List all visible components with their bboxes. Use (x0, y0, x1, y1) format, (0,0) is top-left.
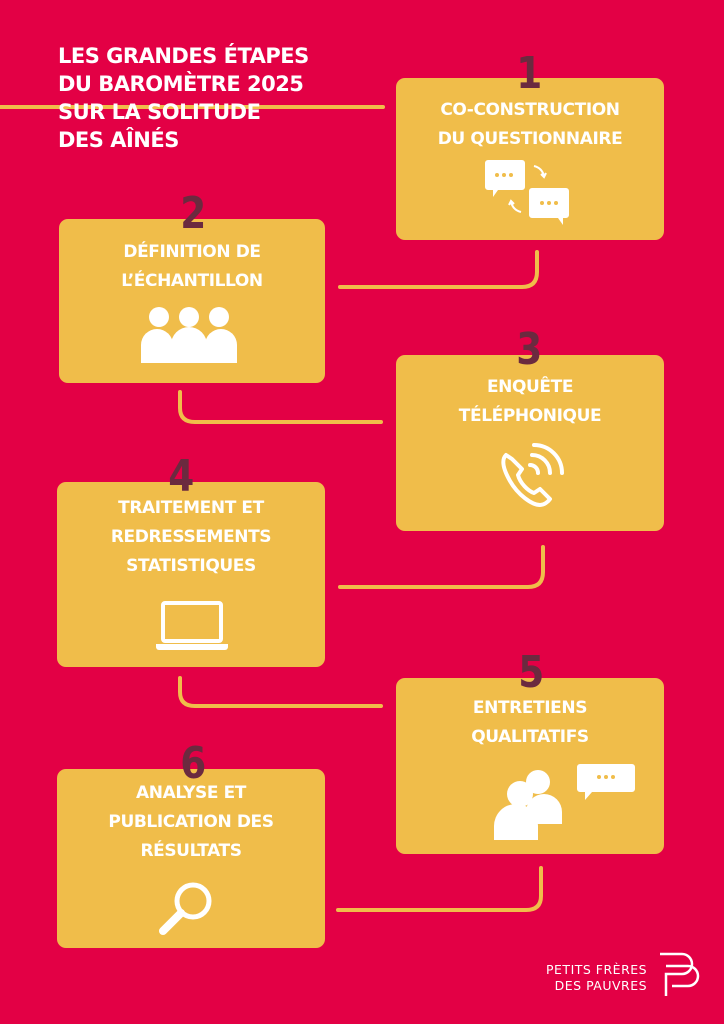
step-3-label: ENQUÊTE TÉLÉPHONIQUE (458, 377, 602, 426)
chat-exchange-icon (485, 160, 569, 225)
laptop-icon (156, 601, 228, 650)
step-6-number: 6 (180, 738, 207, 789)
step-6-box: ANALYSE ET PUBLICATION DES RÉSULTATS (57, 769, 325, 948)
step-2-box: DÉFINITION DE L’ÉCHANTILLON (59, 219, 325, 383)
logo-text: PETITS FRÈRES DES PAUVRES (546, 962, 648, 993)
petits-freres-logo-mark (660, 952, 700, 996)
connector-4-5 (178, 676, 383, 708)
step-4-number: 4 (168, 451, 195, 502)
connector-5-6 (336, 866, 543, 912)
step-1-number: 1 (516, 48, 543, 99)
connector-2-3 (178, 390, 383, 424)
page-title: LES GRANDES ÉTAPES DU BAROMÈTRE 2025 SUR… (58, 44, 309, 152)
step-5-number: 5 (518, 647, 545, 698)
step-1-label: CO-CONSTRUCTION DU QUESTIONNAIRE (437, 100, 623, 149)
step-2-label: DÉFINITION DE L’ÉCHANTILLON (121, 242, 263, 291)
people-group-icon (141, 307, 237, 363)
connector-1-2 (338, 250, 539, 289)
step-5-box: ENTRETIENS QUALITATIFS (396, 678, 664, 854)
step-2-number: 2 (180, 188, 207, 239)
step-5-label: ENTRETIENS QUALITATIFS (471, 698, 589, 747)
phone-call-icon (501, 443, 564, 507)
step-6-label: ANALYSE ET PUBLICATION DES RÉSULTATS (108, 783, 274, 861)
step-3-number: 3 (516, 324, 543, 375)
step-4-label: TRAITEMENT ET REDRESSEMENTS STATISTIQUES (110, 498, 272, 576)
step-3-box: ENQUÊTE TÉLÉPHONIQUE (396, 355, 664, 531)
magnifier-icon (159, 882, 212, 935)
step-4-box: TRAITEMENT ET REDRESSEMENTS STATISTIQUES (57, 482, 325, 667)
connector-3-4 (338, 545, 545, 589)
step-1-box: CO-CONSTRUCTION DU QUESTIONNAIRE (396, 78, 664, 240)
interview-icon (494, 764, 635, 840)
